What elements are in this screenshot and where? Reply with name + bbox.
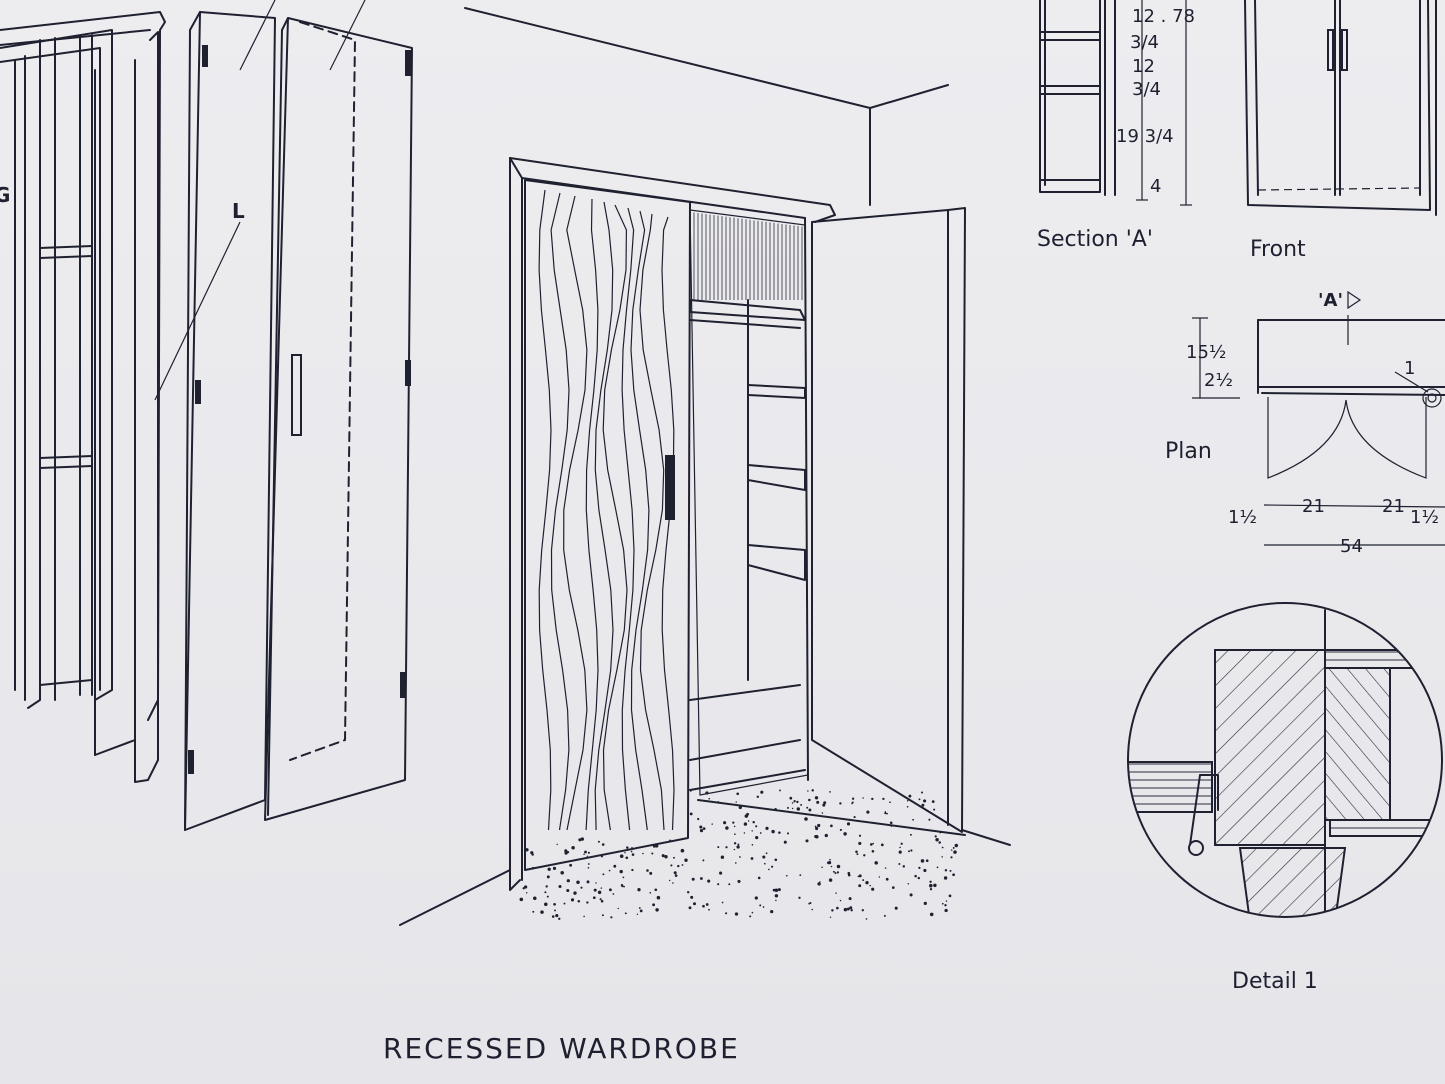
plan-view bbox=[1192, 315, 1445, 546]
label-detail-1: Detail 1 bbox=[1232, 969, 1318, 994]
leader-line-top-1 bbox=[239, 0, 276, 71]
dim-section-19-3-4: 19 3/4 bbox=[1116, 126, 1174, 147]
leader-line-l bbox=[154, 221, 241, 401]
drawing-caption: RECESSED WARDROBE bbox=[383, 1032, 740, 1065]
dim-plan-2-5: 2½ bbox=[1204, 370, 1233, 391]
dim-section-3-4-a: 3/4 bbox=[1130, 32, 1159, 53]
dim-plan-15-5: 15½ bbox=[1186, 342, 1226, 363]
front-view bbox=[1244, 0, 1437, 216]
label-section-a: Section 'A' bbox=[1037, 227, 1153, 252]
section-arrow-icon bbox=[1347, 290, 1362, 310]
wardrobe-interior bbox=[689, 209, 809, 796]
leader-line-top-2 bbox=[329, 0, 366, 71]
label-part-l: L bbox=[232, 199, 245, 223]
section-a-view bbox=[1039, 0, 1192, 206]
open-hinged-door bbox=[811, 207, 966, 833]
floor-stipple bbox=[519, 789, 959, 920]
dim-section-3-4-b: 3/4 bbox=[1132, 79, 1161, 100]
door-frame-assembly bbox=[0, 11, 166, 783]
callout-1: 1 bbox=[1404, 358, 1415, 379]
dim-plan-21-right: 21 bbox=[1382, 496, 1405, 517]
label-part-g: G bbox=[0, 183, 10, 207]
dim-plan-54: 54 bbox=[1340, 536, 1363, 557]
dim-plan-1-5-right: 1½ bbox=[1410, 507, 1439, 528]
room-walls bbox=[399, 7, 1011, 926]
dim-section-4: 4 bbox=[1150, 176, 1161, 197]
detail-1-circle bbox=[1127, 602, 1443, 918]
door-leaf-plain bbox=[184, 11, 276, 831]
dim-plan-1-5-left: 1½ bbox=[1228, 507, 1257, 528]
label-plan: Plan bbox=[1165, 439, 1212, 464]
label-front: Front bbox=[1250, 237, 1306, 262]
door-leaf-with-handle bbox=[264, 17, 413, 821]
sliding-door-woodgrain bbox=[524, 179, 691, 871]
dim-section-12: 12 bbox=[1132, 56, 1155, 77]
dim-plan-21-left: 21 bbox=[1302, 496, 1325, 517]
label-section-marker: 'A' bbox=[1318, 290, 1343, 311]
dim-section-12-78: 12 . 78 bbox=[1132, 6, 1195, 27]
